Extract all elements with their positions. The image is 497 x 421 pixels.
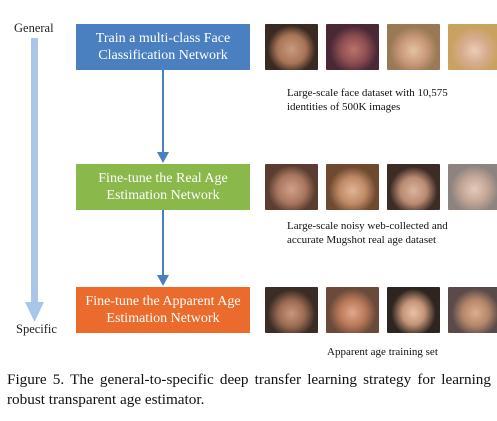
face-dataset-caption: Large-scale face dataset with 10,575 ide… <box>287 87 448 113</box>
stage-label: Fine-tune the Real Age Estimation Networ… <box>98 171 228 203</box>
face-photo <box>326 24 379 70</box>
stage-real-age: Fine-tune the Real Age Estimation Networ… <box>76 164 250 210</box>
face-photo <box>265 24 318 70</box>
stage-apparent-age: Fine-tune the Apparent Age Estimation Ne… <box>76 287 250 333</box>
face-dataset-photos <box>265 24 497 70</box>
apparent-age-dataset-photos <box>265 287 497 333</box>
stage-face-classification: Train a multi-class Face Classification … <box>76 24 250 70</box>
connector-arrow-1 <box>157 70 169 163</box>
apparent-age-dataset-caption: Apparent age training set <box>327 346 438 358</box>
face-photo <box>387 164 440 210</box>
stage-label: Train a multi-class Face Classification … <box>95 31 231 63</box>
real-age-dataset-caption: Large-scale noisy web-collected and accu… <box>287 220 448 246</box>
face-photo <box>448 164 497 210</box>
specific-label: Specific <box>16 322 57 336</box>
figure-caption: Figure 5. The general-to-specific deep t… <box>7 371 491 408</box>
face-photo <box>265 164 318 210</box>
face-photo <box>387 287 440 333</box>
face-photo <box>448 24 497 70</box>
real-age-dataset-photos <box>265 164 497 210</box>
general-label: General <box>14 21 54 35</box>
stage-label: Fine-tune the Apparent Age Estimation Ne… <box>85 294 241 326</box>
face-photo <box>326 287 379 333</box>
face-photo <box>265 287 318 333</box>
general-to-specific-arrow <box>25 38 44 322</box>
connector-arrow-2 <box>157 210 169 286</box>
face-photo <box>387 24 440 70</box>
face-photo <box>448 287 497 333</box>
face-photo <box>326 164 379 210</box>
